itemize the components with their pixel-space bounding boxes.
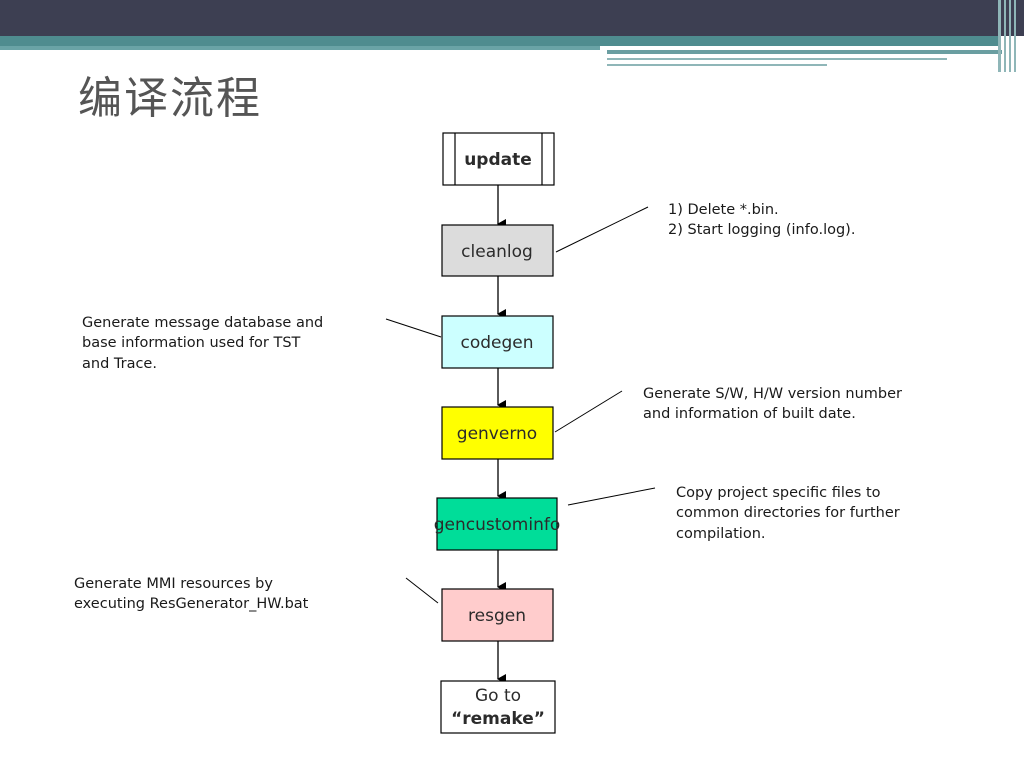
note-line: 2) Start logging (info.log). xyxy=(668,222,855,238)
note-cleanlog: 1) Delete *.bin. 2) Start logging (info.… xyxy=(668,202,855,238)
note-line: Generate MMI resources by xyxy=(74,576,273,592)
callout-line-genverno xyxy=(554,390,623,433)
note-line: Generate S/W, H/W version number xyxy=(643,386,902,402)
node-update: update xyxy=(442,132,555,186)
note-gencustominfo: Copy project specific files to common di… xyxy=(676,485,900,542)
slide-accent-bar xyxy=(0,36,1000,46)
note-codegen: Generate message database and base infor… xyxy=(82,315,323,372)
note-genverno: Generate S/W, H/W version number and inf… xyxy=(643,386,902,422)
node-codegen-label: codegen xyxy=(460,333,533,353)
node-codegen: codegen xyxy=(441,315,554,369)
node-remake: Go to “remake” xyxy=(440,680,556,734)
decor-vertical-bars xyxy=(998,0,1024,72)
note-resgen: Generate MMI resources by executing ResG… xyxy=(74,576,309,612)
node-gencustominfo-label: gencustominfo xyxy=(434,515,561,535)
node-resgen-label: resgen xyxy=(468,606,526,626)
note-line: common directories for further xyxy=(676,505,900,521)
note-line: base information used for TST xyxy=(82,335,301,351)
node-cleanlog: cleanlog xyxy=(441,224,554,277)
note-line: Generate message database and xyxy=(82,315,323,331)
decor-line xyxy=(607,64,827,66)
node-resgen: resgen xyxy=(441,588,554,642)
callout-line-cleanlog xyxy=(555,206,649,253)
node-genverno-label: genverno xyxy=(457,424,537,444)
node-update-label: update xyxy=(464,150,532,170)
callout-line-resgen xyxy=(405,577,439,604)
note-line: and information of built date. xyxy=(643,406,856,422)
decor-line xyxy=(607,58,947,60)
node-cleanlog-label: cleanlog xyxy=(461,242,533,262)
note-line: Copy project specific files to xyxy=(676,485,881,501)
slide-header-bar xyxy=(0,0,1024,36)
decor-line xyxy=(607,50,1002,54)
callout-line-gencustominfo xyxy=(567,487,656,506)
node-gencustominfo: gencustominfo xyxy=(434,497,561,551)
node-remake-label-2: “remake” xyxy=(451,709,545,729)
note-line: 1) Delete *.bin. xyxy=(668,202,779,218)
node-genverno: genverno xyxy=(441,406,554,460)
node-remake-label-1: Go to xyxy=(475,686,521,706)
note-line: compilation. xyxy=(676,526,766,542)
note-line: executing ResGenerator_HW.bat xyxy=(74,596,309,612)
slide-title: 编译流程 xyxy=(78,73,262,124)
callout-line-codegen xyxy=(385,318,442,338)
slide-accent-bar-thin xyxy=(0,46,600,50)
note-line: and Trace. xyxy=(82,356,157,372)
